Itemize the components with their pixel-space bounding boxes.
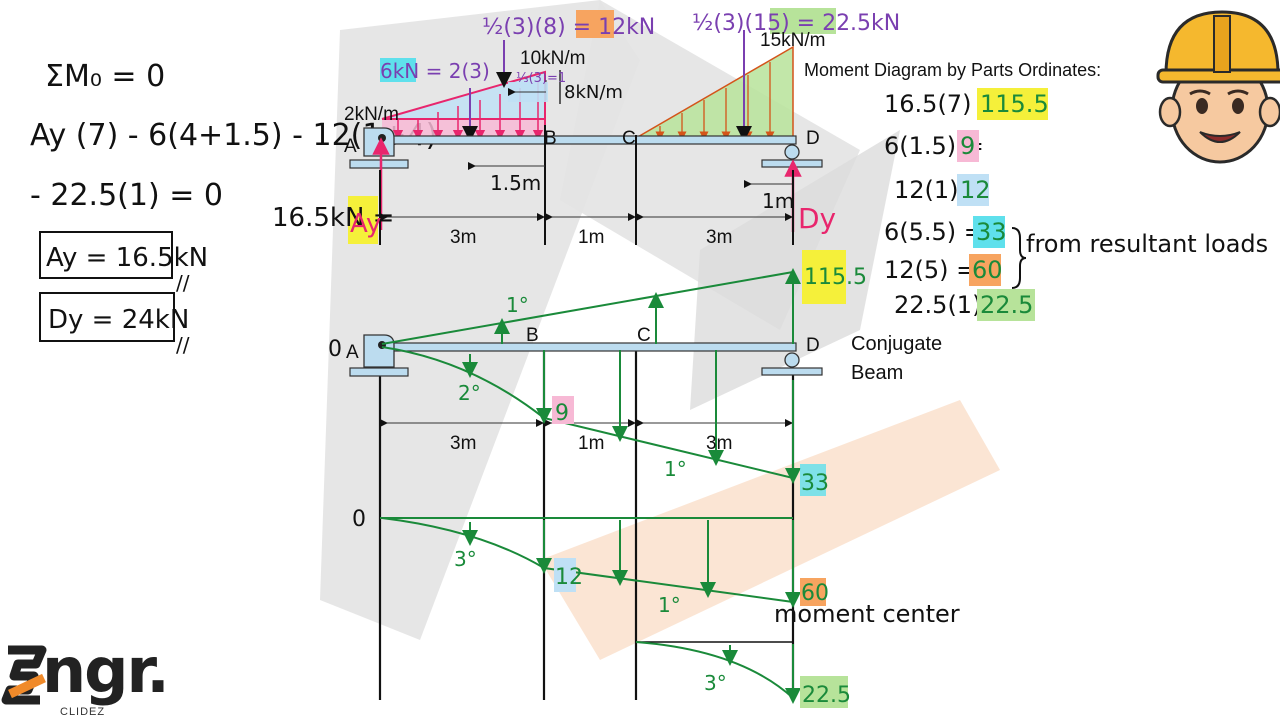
conj-span-bc: 1m <box>578 433 604 454</box>
third-note: ⅓(3)=1 <box>516 71 566 86</box>
w-diff-label: 8kN/m <box>564 82 623 103</box>
dist-1-5m: 1.5m <box>490 171 541 195</box>
degree-label-3a: 3° <box>454 547 477 571</box>
ordinate-row-expr: 6(5.5) = <box>884 218 984 246</box>
ordinate-row-highlight <box>977 88 1048 120</box>
conjugate-zero: 0 <box>328 337 342 362</box>
ordinate-row-highlight <box>957 130 979 162</box>
ordinate-row-value: 9 <box>960 132 975 160</box>
conjugate-title-1: Conjugate <box>851 333 942 355</box>
degree-label-1b: 1° <box>664 457 687 481</box>
conj-span-cd: 3m <box>706 433 732 454</box>
sum-moments-eq: ΣM₀ = 0 <box>45 59 165 94</box>
moment-eq-line-cont: - 22.5(1) = 0 <box>30 178 223 213</box>
conjugate-support-d <box>761 352 823 376</box>
conjugate-title-2: Beam <box>851 362 903 384</box>
degree-label-1a: 1° <box>506 293 529 317</box>
middle-resultant-note: ½(3)(8) = 12kN <box>482 15 655 40</box>
ordinate-row-highlight <box>969 254 1001 286</box>
w2-label: 10kN/m <box>520 48 585 69</box>
engineer-mascot-icon <box>1156 10 1280 164</box>
right-resultant-note: ½(3)(15) = 22.5kN <box>692 11 900 36</box>
ay-value-label: 16.5kN = <box>272 203 394 233</box>
engr-logo-icon <box>1 645 47 705</box>
ordinate-115-5: 115.5 <box>804 265 867 290</box>
ordinate-row-value: 22.5 <box>980 291 1033 319</box>
moment-center-label: moment center <box>774 600 960 628</box>
ordinate-row-value: 115.5 <box>980 90 1049 118</box>
beam-label-d: D <box>806 128 820 149</box>
degree-label-2: 2° <box>458 381 481 405</box>
conj-label-d: D <box>806 335 820 356</box>
degree-label-3b: 3° <box>704 671 727 695</box>
ordinate-row-highlight <box>973 216 1005 248</box>
conj-label-b: B <box>526 325 539 346</box>
ordinate-60: 60 <box>801 581 829 606</box>
conj-label-c: C <box>637 325 651 346</box>
dy-result-box <box>39 292 175 342</box>
ordinate-12: 12 <box>555 565 583 590</box>
span-ab: 3m <box>450 227 476 248</box>
left-resultant-note: 6kN = 2(3) <box>380 59 490 83</box>
ordinate-row-value: 12 <box>960 176 991 204</box>
brace-note: from resultant loads <box>1026 230 1268 258</box>
conj-label-a: A <box>346 342 359 363</box>
ordinate-row-value: 33 <box>976 218 1007 246</box>
resultant-brace <box>1011 227 1027 289</box>
end-mark-1: // <box>176 271 190 295</box>
ordinate-row-value: 60 <box>972 256 1003 284</box>
moment-ordinates-list: Moment Diagram by Parts Ordinates: 16.5(… <box>804 60 1268 321</box>
conjugate-beam-diagram: 115.5 9 33 12 60 22.5 1° 2° 1° 3° 1° 3° … <box>328 250 960 708</box>
load-diagram: 6kN = 2(3) ½(3)(8) = 12kN ½(3)(15) = 22.… <box>272 8 900 248</box>
span-bc: 1m <box>578 227 604 248</box>
ay-result: Ay = 16.5kN <box>46 243 208 273</box>
ordinate-33: 33 <box>801 471 829 496</box>
conjugate-beam <box>377 342 797 352</box>
conj-span-ab: 3m <box>450 433 476 454</box>
ordinate-22-5: 22.5 <box>802 683 851 708</box>
second-zero: 0 <box>352 507 366 532</box>
dy-symbol: Dy <box>798 202 836 235</box>
w1-label: 2kN/m <box>344 104 399 125</box>
logo-wordmark: ngr. <box>42 634 170 707</box>
real-beam <box>377 135 797 145</box>
ordinate-row-highlight <box>957 174 989 206</box>
logo-subtitle: CLIDEZ <box>60 706 106 718</box>
ordinate-9: 9 <box>555 401 569 426</box>
span-cd: 3m <box>706 227 732 248</box>
dy-result: Dy = 24kN <box>48 305 189 335</box>
ordinate-row-highlight <box>977 289 1035 321</box>
beam-label-a: A <box>344 136 357 157</box>
dist-1m: 1m <box>762 189 794 213</box>
ordinate-row-expr: 12(5) = <box>884 256 976 284</box>
ordinates-heading: Moment Diagram by Parts Ordinates: <box>804 60 1101 80</box>
beam-label-c: C <box>622 128 636 149</box>
end-mark-2: // <box>176 333 190 357</box>
degree-label-1c: 1° <box>658 593 681 617</box>
beam-label-b: B <box>544 128 557 149</box>
ay-result-box <box>39 231 173 279</box>
ay-symbol: Ay <box>350 209 381 239</box>
w3-label: 15kN/m <box>760 30 825 51</box>
